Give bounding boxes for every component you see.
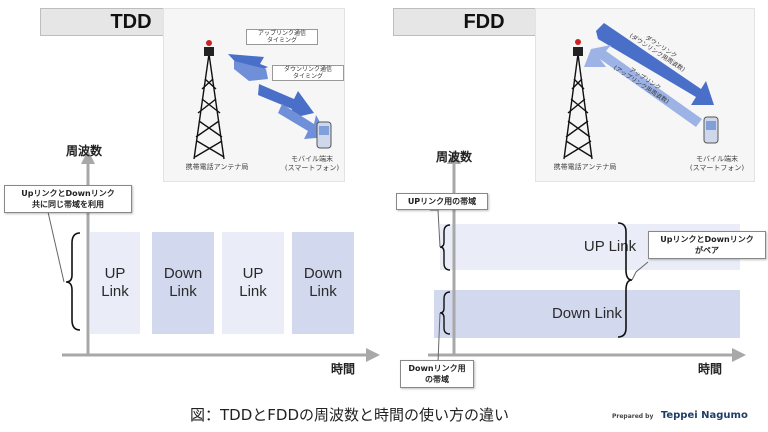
fdd-illustration: ダウンリンク (ダウンリンク用周波数) アップリンク (アップリンク用周波数) … [535,8,755,182]
credit: Prepared by Teppei Nagumo [612,410,748,421]
tdd-block-up-2: UP Link [222,232,284,334]
tdd-uplink-timing-label: アップリンク通信 タイミング [246,29,318,45]
fdd-x-axis-label: 時間 [698,362,723,376]
tdd-mobile-label: モバイル端末 (スマートフォン) [284,155,340,172]
tdd-illustration: アップリンク通信 タイミング ダウンリンク通信 タイミング 携帯電話アンテナ局 … [163,8,345,182]
tdd-antenna-label: 携帯電話アンテナ局 [185,163,249,171]
tdd-y-axis-label: 周波数 [66,144,103,158]
credit-name: Teppei Nagumo [660,410,748,421]
credit-prefix: Prepared by [612,413,654,420]
fdd-up-band-callout: UPリンク用の帯域 [396,193,488,210]
figure-caption: 図：TDDとFDDの周波数と時間の使い方の違い [190,406,509,424]
fdd-downlink-arrow [596,23,714,105]
fdd-down-band-callout: Downリンク用 の帯域 [400,360,474,388]
tdd-antenna-icon [193,40,332,160]
tdd-block-up-1: UP Link [90,232,140,334]
fdd-pair-callout: UpリンクとDownリンク がペア [648,231,766,259]
fdd-axes [428,150,746,363]
tdd-block-down-1: Down Link [152,232,214,334]
tdd-x-axis-label: 時間 [331,362,356,376]
fdd-mobile-label: モバイル端末 (スマートフォン) [689,155,745,172]
fdd-y-axis-label: 周波数 [436,150,473,164]
tdd-block-down-2: Down Link [292,232,354,334]
fdd-down-band: Down Link [434,290,740,338]
fdd-antenna-label: 携帯電話アンテナ局 [553,163,617,171]
tdd-downlink-timing-label: ダウンリンク通信 タイミング [272,65,344,81]
fdd-antenna-icon [563,23,719,160]
tdd-callout: UpリンクとDownリンク 共に同じ帯域を利用 [4,185,132,213]
fdd-uplink-arrow [584,45,702,127]
